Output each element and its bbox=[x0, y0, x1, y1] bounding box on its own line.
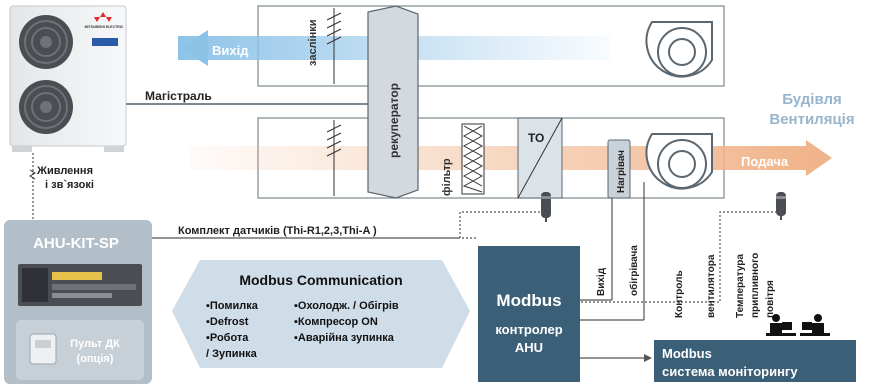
sensor-kit-label: Комплект датчиків (Thi-R1,2,3,Thi-A ) bbox=[178, 225, 377, 237]
exhaust-arrow-head bbox=[180, 30, 208, 66]
fan-control-label-1: Контроль bbox=[674, 270, 685, 318]
comm-item-run: ▪Робота bbox=[206, 332, 249, 344]
main-line-label: Магістраль bbox=[145, 89, 212, 103]
supply-arrow-body bbox=[190, 146, 810, 170]
building-label-2: Вентиляція bbox=[769, 111, 854, 128]
remote-label-1: Пульт ДК bbox=[70, 338, 120, 350]
heater-out-label-2: обігрівача bbox=[628, 245, 640, 296]
outdoor-unit: MITSUBISHI ELECTRIC bbox=[9, 5, 127, 152]
recuperator bbox=[367, 5, 419, 199]
fan-control-label-2: вентилятора bbox=[706, 254, 717, 318]
modbus-comm-title: Modbus Communication bbox=[239, 272, 402, 288]
brand-logo-text: MITSUBISHI ELECTRIC bbox=[85, 25, 124, 29]
damper-upper bbox=[326, 8, 342, 84]
operators-icon bbox=[766, 314, 830, 336]
modbus-communication-panel bbox=[172, 260, 470, 368]
ahu-kit-panel bbox=[4, 220, 152, 384]
supply-temp-label-3: повітря bbox=[765, 280, 776, 318]
heat-exchanger bbox=[517, 117, 563, 199]
damper-lower bbox=[326, 120, 342, 196]
remote-control-icon bbox=[29, 333, 57, 365]
damper-label: заслінки bbox=[307, 19, 319, 66]
modbus-controller bbox=[478, 246, 580, 382]
comm-item-error: ▪Помилка bbox=[206, 300, 259, 312]
monitoring-label-2: система моніторингу bbox=[662, 364, 798, 379]
unit-badge bbox=[92, 38, 118, 46]
heat-exchanger-label: ТО bbox=[528, 131, 544, 145]
heater-label: Нагрівач bbox=[616, 150, 627, 193]
exhaust-fan-icon bbox=[645, 21, 713, 78]
monitoring-arrow-head bbox=[644, 354, 652, 362]
power-link-label-2: і зв`язокі bbox=[45, 179, 94, 191]
controller-label-1: Modbus bbox=[496, 291, 561, 310]
exhaust-label: Вихід bbox=[212, 43, 249, 58]
remote-label-2: (опція) bbox=[77, 353, 114, 365]
comm-item-defrost: ▪Defrost bbox=[206, 316, 249, 328]
filter-icon bbox=[461, 123, 485, 195]
supply-label: Подача bbox=[741, 154, 789, 169]
building-label-1: Будівля bbox=[782, 91, 842, 108]
mitsubishi-logo-icon bbox=[94, 12, 112, 22]
supply-temp-line bbox=[580, 211, 782, 303]
recuperator-label: рекуператор bbox=[387, 83, 401, 158]
controller-label-3: AHU bbox=[515, 340, 543, 355]
monitoring-label-1: Modbus bbox=[662, 346, 712, 361]
sensor-link-line bbox=[459, 211, 547, 239]
heater-out-label-1: Вихід bbox=[596, 267, 607, 296]
kit-title: AHU-KIT-SP bbox=[33, 235, 119, 252]
fan-grille-bottom bbox=[19, 80, 73, 134]
filter-label: фільтр bbox=[441, 158, 453, 196]
signal-icon bbox=[29, 169, 36, 180]
supply-temp-label-1: Температура bbox=[735, 254, 746, 318]
fan-grille-top bbox=[19, 15, 73, 69]
supply-arrow-head bbox=[806, 140, 832, 176]
controller-label-2: контролер bbox=[495, 322, 562, 337]
heater bbox=[607, 139, 631, 199]
comm-item-stop: / Зупинка bbox=[206, 348, 258, 360]
monitoring-system bbox=[654, 340, 856, 382]
comm-item-emergency: ▪Аварійна зупинка bbox=[294, 332, 395, 344]
supply-temp-label-2: припливного bbox=[750, 253, 761, 318]
comm-item-mode: ▪Охолодж. / Обігрів bbox=[294, 300, 399, 312]
comm-item-compressor: ▪Компресор ON bbox=[294, 316, 378, 328]
supply-fan-icon bbox=[645, 133, 713, 190]
power-link-label-1: Живлення bbox=[36, 165, 93, 177]
